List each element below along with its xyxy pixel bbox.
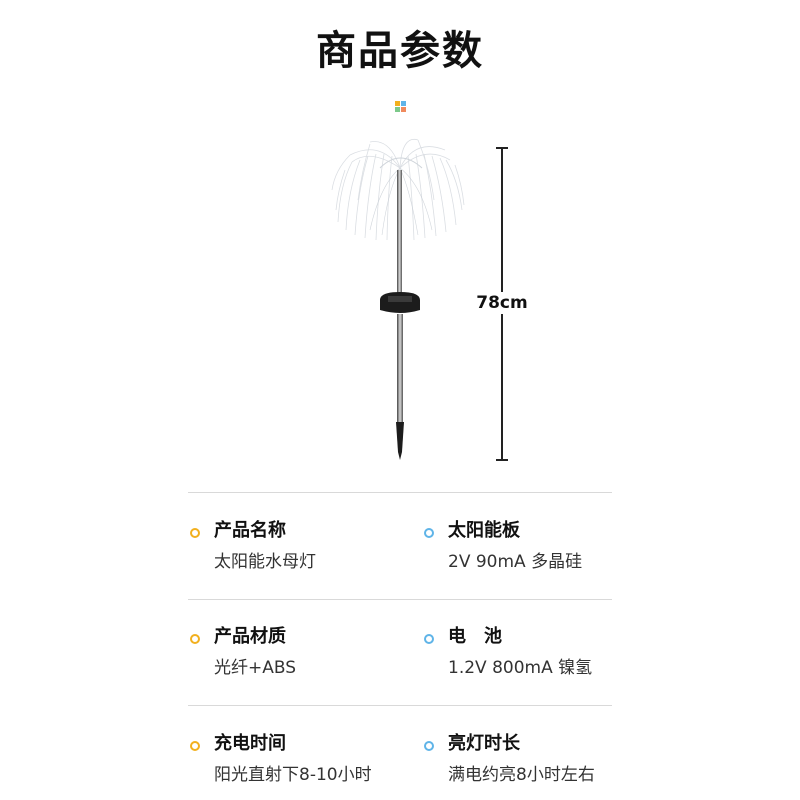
page-title: 商品参数 — [316, 28, 484, 74]
spec-label: 电 池 — [448, 626, 502, 647]
four-square-grid-icon — [395, 101, 407, 113]
divider — [188, 705, 612, 706]
spec-value: 阳光直射下8-10小时 — [214, 765, 372, 785]
divider — [188, 492, 612, 493]
ring-bullet-icon — [190, 634, 200, 644]
jellyfish-lamp-image — [331, 138, 465, 460]
spec-label: 亮灯时长 — [448, 733, 520, 754]
ring-bullet-icon — [424, 741, 434, 751]
spec-label: 太阳能板 — [448, 520, 520, 541]
spec-label: 产品材质 — [214, 626, 286, 647]
spec-value: 太阳能水母灯 — [214, 552, 316, 572]
spec-label: 充电时间 — [214, 733, 286, 754]
ring-bullet-icon — [190, 528, 200, 538]
height-dimension-label: 78cm — [472, 292, 532, 314]
divider — [188, 599, 612, 600]
spec-label: 产品名称 — [214, 520, 286, 541]
dimension-cap-bottom — [496, 459, 508, 461]
spec-value: 2V 90mA 多晶硅 — [448, 552, 583, 572]
ring-bullet-icon — [424, 634, 434, 644]
spec-value: 满电约亮8小时左右 — [448, 765, 595, 785]
ring-bullet-icon — [424, 528, 434, 538]
spec-value: 1.2V 800mA 镍氢 — [448, 658, 593, 678]
ring-bullet-icon — [190, 741, 200, 751]
spec-value: 光纤+ABS — [214, 658, 297, 678]
